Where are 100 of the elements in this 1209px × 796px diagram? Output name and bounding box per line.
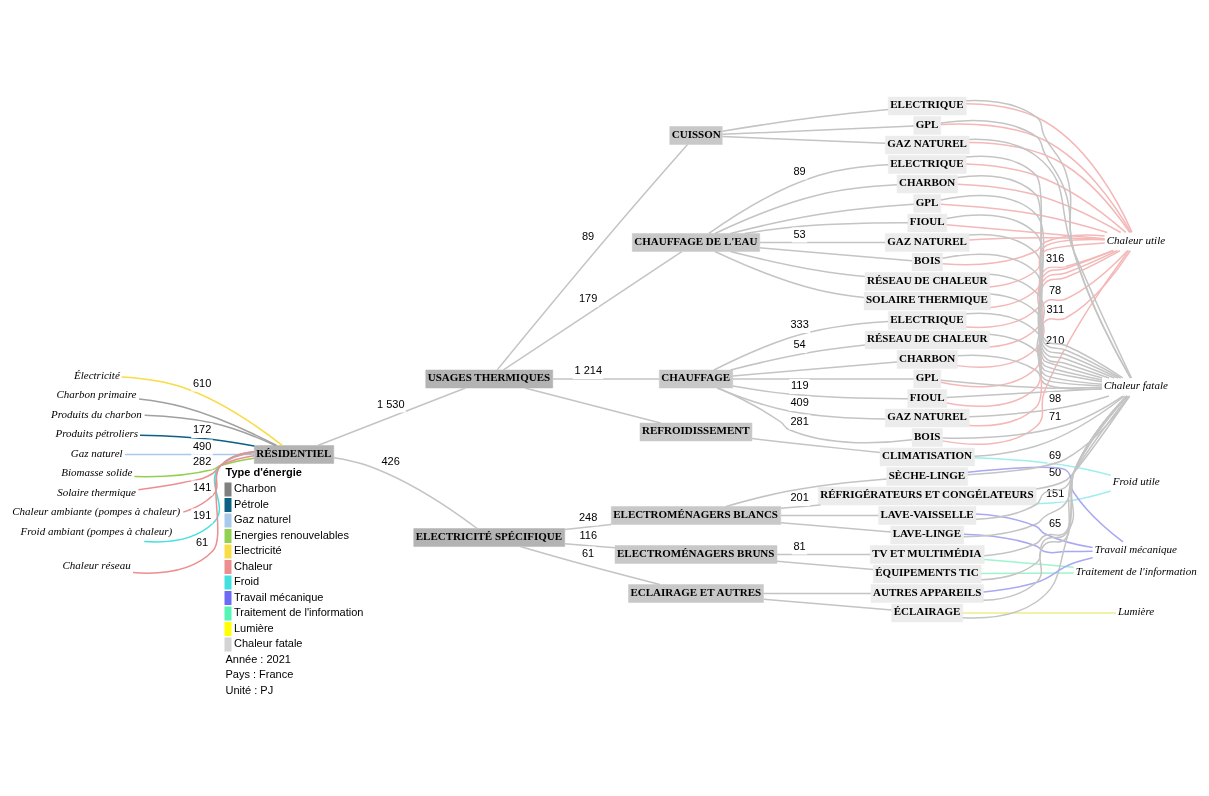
edge-label: 201: [790, 490, 809, 503]
connector: [138, 397, 278, 446]
node-text: Lumière: [1118, 604, 1155, 617]
node-text: Traitement de l'information: [1075, 564, 1197, 577]
legend-label: Chaleur fatale: [234, 636, 303, 649]
node-box: GPL: [913, 369, 941, 388]
connector: [975, 395, 1130, 520]
connector: [762, 597, 893, 611]
connector: [963, 394, 1129, 537]
connector: [940, 202, 1109, 233]
connector: [980, 571, 1075, 574]
legend-label: Charbon: [234, 481, 277, 494]
connector: [564, 542, 616, 549]
edge-label: 311: [1046, 302, 1065, 315]
connector: [564, 523, 612, 530]
connector: [713, 320, 889, 371]
node-box: LAVE-LINGE: [890, 525, 964, 544]
connector: [721, 108, 889, 132]
node-box: RÉSIDENTIEL: [254, 444, 334, 464]
connector: [940, 122, 1132, 233]
legend-label: Chaleur: [234, 559, 273, 572]
edge-label: 490: [193, 439, 212, 452]
connector: [714, 183, 898, 234]
edge-label: 141: [193, 480, 212, 493]
edge-label: 316: [1046, 251, 1065, 264]
node-box: AUTRES APPAREILS: [870, 583, 984, 603]
node-text: Travail mécanique: [1094, 542, 1177, 555]
connector: [780, 514, 880, 516]
node-box: REFROIDISSEMENT: [639, 422, 753, 441]
connector: [965, 99, 1132, 379]
connector: [982, 556, 1094, 593]
edge-label: 61: [582, 546, 595, 559]
edge-label: 281: [790, 414, 809, 427]
node-box: BOIS: [911, 252, 943, 271]
edge-label: 1 530: [377, 397, 405, 410]
connector: [968, 141, 1131, 233]
label: Unité : PJ: [225, 683, 274, 696]
edge-label: 116: [579, 528, 598, 541]
connector: [502, 250, 683, 371]
connector: [989, 241, 1106, 308]
connector: [1035, 489, 1112, 505]
connector: [946, 387, 1103, 398]
node-box: ELECTRIQUE: [888, 154, 967, 174]
connector: [552, 377, 660, 380]
node-box: GAZ NATUREL: [885, 232, 970, 252]
connector: [776, 553, 871, 555]
edge-label: 61: [196, 535, 209, 548]
node-text: Chaleur fatale: [1104, 378, 1168, 391]
connector: [717, 386, 913, 444]
connector: [132, 450, 255, 574]
edge-label: 69: [1049, 448, 1062, 461]
label: Type d'énergie: [225, 465, 302, 478]
node-box: FIOUL: [907, 388, 947, 408]
legend-label: Energies renouvelables: [234, 528, 349, 541]
node-text: Solaire thermique: [57, 485, 136, 498]
edge-label: 81: [793, 539, 806, 552]
connector: [940, 379, 1103, 389]
edge-label: 53: [793, 227, 806, 240]
node-text: Gaz naturel: [70, 446, 123, 459]
edge-label: 191: [193, 508, 212, 521]
connector: [776, 560, 874, 570]
edge-label: 282: [193, 454, 212, 467]
node-text: Froid utile: [1112, 474, 1160, 487]
connector: [988, 272, 1103, 381]
node-box: RÉSEAU DE CHALEUR: [864, 330, 990, 349]
edge-label: 65: [1049, 516, 1062, 529]
connector: [973, 456, 1112, 476]
node-box: SÈCHE-LINGE: [886, 466, 968, 486]
edge-label: 409: [790, 395, 809, 408]
edge-label: 98: [1049, 391, 1062, 404]
node-box: BOIS: [911, 427, 943, 447]
connector: [956, 183, 1122, 233]
node-box: RÉSEAU DE CHALEUR: [864, 271, 990, 291]
edge-label: 54: [793, 337, 806, 350]
connector: [759, 241, 886, 243]
connector: [968, 394, 1110, 418]
connector: [716, 386, 886, 420]
node-box: SOLAIRE THERMIQUE: [863, 291, 991, 310]
node-text: Électricité: [74, 368, 120, 381]
connector: [317, 386, 467, 446]
node-text: Charbon primaire: [56, 387, 137, 400]
connector: [751, 437, 881, 453]
legend-label: Pétrole: [234, 497, 269, 510]
connector: [965, 162, 1127, 233]
legend-label: Electricité: [234, 543, 282, 556]
legend-label: Froid: [234, 574, 260, 587]
node-box: LAVE-VAISSELLE: [878, 505, 977, 525]
connector: [721, 135, 886, 144]
connector: [941, 394, 1124, 439]
node-text: Chaleur utile: [1106, 233, 1166, 246]
connector: [988, 238, 1106, 288]
connector: [729, 250, 866, 277]
connector: [721, 124, 915, 135]
node-box: ÉQUIPEMENTS TIC: [873, 564, 982, 583]
node-box: ELECTRIQUE: [888, 96, 967, 115]
connector: [983, 558, 1075, 568]
node-box: ELECTRIQUE: [888, 310, 967, 330]
connector: [143, 450, 255, 543]
node-box: CLIMATISATION: [879, 447, 975, 466]
edge-label: 78: [1049, 283, 1062, 296]
